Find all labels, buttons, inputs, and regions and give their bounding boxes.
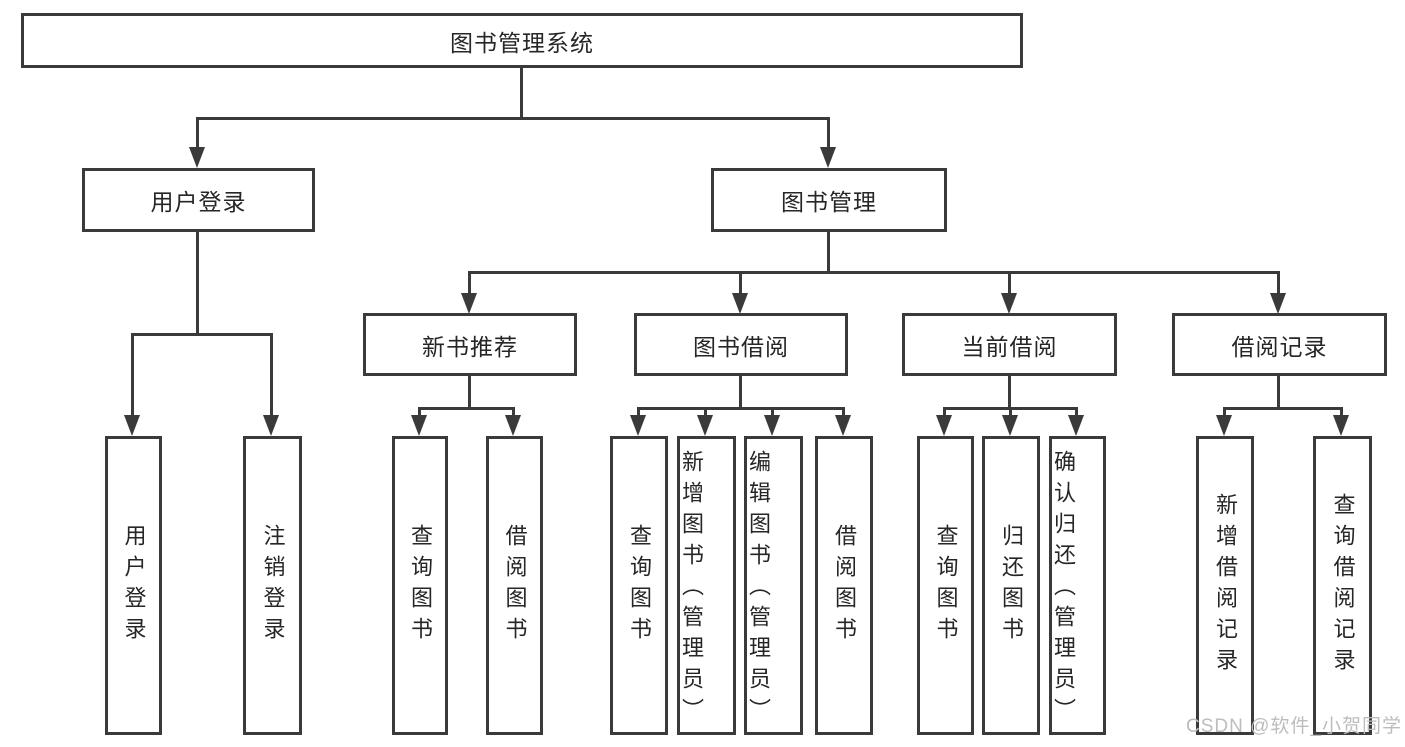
arrowhead-down-leaf-logout: [263, 415, 279, 436]
leaf-add-book-admin-label: 新增图书（管理员）: [679, 450, 704, 729]
node-current-borrow: 当前借阅: [902, 313, 1117, 376]
node-new-book-recommend-label: 新书推荐: [422, 333, 518, 360]
arrowhead-down-borrow-query: [630, 415, 646, 436]
connector-stem-leaf-logout: [270, 333, 273, 417]
connector-stem-book-borrow: [739, 271, 742, 295]
arrowhead-down-book-borrow: [732, 293, 748, 314]
connector-stem-recommend-query: [418, 407, 421, 417]
connector-borrow-crossbar: [638, 407, 845, 410]
leaf-user-login-label: 用户登录: [121, 523, 147, 648]
leaf-borrow-query-books-label: 查询图书: [627, 523, 652, 648]
connector-stem-borrow-borrow: [842, 407, 845, 417]
connector-stem-current-return: [1009, 407, 1012, 417]
node-book-borrow: 图书借阅: [634, 313, 848, 376]
leaf-recommend-borrow-books: 借阅图书: [486, 436, 543, 735]
connector-stem-borrow-query: [637, 407, 640, 417]
arrowhead-down-borrow-borrow: [835, 415, 851, 436]
arrowhead-down-current-confirm: [1068, 415, 1084, 436]
node-root-label: 图书管理系统: [450, 29, 594, 56]
leaf-confirm-return-admin-label: 确认归还（管理员）: [1051, 450, 1076, 729]
leaf-recommend-query-books-label: 查询图书: [408, 523, 433, 648]
leaf-confirm-return-admin: 确认归还（管理员）: [1049, 436, 1106, 735]
arrowhead-down-current-query: [936, 415, 952, 436]
leaf-current-query-books-label: 查询图书: [933, 523, 959, 648]
connector-book-mgmt-crossbar: [469, 271, 1279, 274]
connector-stem-new-book: [468, 271, 471, 295]
connector-stem-recommend-borrow: [512, 407, 515, 417]
connector-stem-borrow-add: [704, 407, 707, 417]
leaf-user-login: 用户登录: [105, 436, 162, 735]
node-borrow-records: 借阅记录: [1172, 313, 1387, 376]
arrowhead-down-new-book: [461, 293, 477, 314]
leaf-recommend-borrow-books-label: 借阅图书: [502, 523, 528, 648]
node-book-mgmt: 图书管理: [711, 168, 947, 232]
arrowhead-down-user-login: [189, 147, 205, 168]
arrowhead-down-records-add: [1216, 415, 1232, 436]
connector-stem-records-query: [1340, 407, 1343, 417]
leaf-current-query-books: 查询图书: [917, 436, 974, 735]
leaf-return-books: 归还图书: [982, 436, 1040, 735]
node-user-login-label: 用户登录: [150, 189, 247, 215]
arrowhead-down-borrow-add: [697, 415, 713, 436]
node-root: 图书管理系统: [21, 13, 1023, 68]
connector-root-crossbar: [197, 117, 830, 120]
arrowhead-down-borrow-edit: [764, 415, 780, 436]
connector-records-stub: [1277, 376, 1280, 409]
leaf-return-books-label: 归还图书: [999, 523, 1024, 648]
arrowhead-down-recommend-query: [411, 415, 427, 436]
connector-stem-records-add: [1223, 407, 1226, 417]
connector-stem-borrow-records: [1277, 271, 1280, 295]
leaf-add-borrow-record-label: 新增借阅记录: [1213, 492, 1238, 679]
connector-stem-user-login: [196, 117, 199, 149]
leaf-query-borrow-record-label: 查询借阅记录: [1330, 492, 1356, 679]
arrowhead-down-recommend-borrow: [505, 415, 521, 436]
arrowhead-down-current-return: [1002, 415, 1018, 436]
leaf-recommend-query-books: 查询图书: [392, 436, 448, 735]
connector-user-login-crossbar: [132, 333, 273, 336]
connector-stem-current-borrow: [1008, 271, 1011, 295]
leaf-add-borrow-record: 新增借阅记录: [1196, 436, 1254, 735]
arrowhead-down-leaf-user-login: [124, 415, 140, 436]
connector-records-crossbar: [1224, 407, 1343, 410]
leaf-borrow-query-books: 查询图书: [610, 436, 668, 735]
node-user-login: 用户登录: [82, 168, 315, 232]
node-book-mgmt-label: 图书管理: [781, 189, 877, 215]
connector-book-mgmt-stub: [827, 232, 830, 274]
arrowhead-down-current-borrow: [1001, 293, 1017, 314]
connector-stem-book-mgmt: [827, 117, 830, 149]
node-book-borrow-label: 图书借阅: [693, 333, 789, 360]
leaf-logout: 注销登录: [243, 436, 302, 735]
connector-user-login-stub: [196, 232, 199, 336]
node-new-book-recommend: 新书推荐: [363, 313, 577, 376]
arrowhead-down-book-mgmt: [820, 147, 836, 168]
csdn-watermark: CSDN @软件_小贺同学: [1186, 716, 1402, 737]
leaf-logout-label: 注销登录: [260, 523, 286, 648]
connector-stem-current-confirm: [1075, 407, 1078, 417]
arrowhead-down-records-query: [1333, 415, 1349, 436]
leaf-add-book-admin: 新增图书（管理员）: [677, 436, 736, 735]
arrowhead-down-borrow-records: [1270, 293, 1286, 314]
leaf-query-borrow-record: 查询借阅记录: [1313, 436, 1372, 735]
connector-stem-leaf-user-login: [131, 333, 134, 417]
connector-borrow-stub: [739, 376, 742, 409]
connector-recommend-crossbar: [419, 407, 515, 410]
connector-stem-borrow-edit: [771, 407, 774, 417]
leaf-edit-book-admin-label: 编辑图书（管理员）: [746, 450, 771, 729]
connector-recommend-stub: [468, 376, 471, 409]
connector-root-stub: [520, 68, 523, 119]
connector-current-stub: [1008, 376, 1011, 409]
connector-stem-current-query: [943, 407, 946, 417]
leaf-edit-book-admin: 编辑图书（管理员）: [744, 436, 803, 735]
leaf-borrow-borrow-books: 借阅图书: [815, 436, 873, 735]
node-borrow-records-label: 借阅记录: [1231, 333, 1328, 360]
leaf-borrow-borrow-books-label: 借阅图书: [832, 523, 857, 648]
node-current-borrow-label: 当前借阅: [961, 333, 1058, 360]
